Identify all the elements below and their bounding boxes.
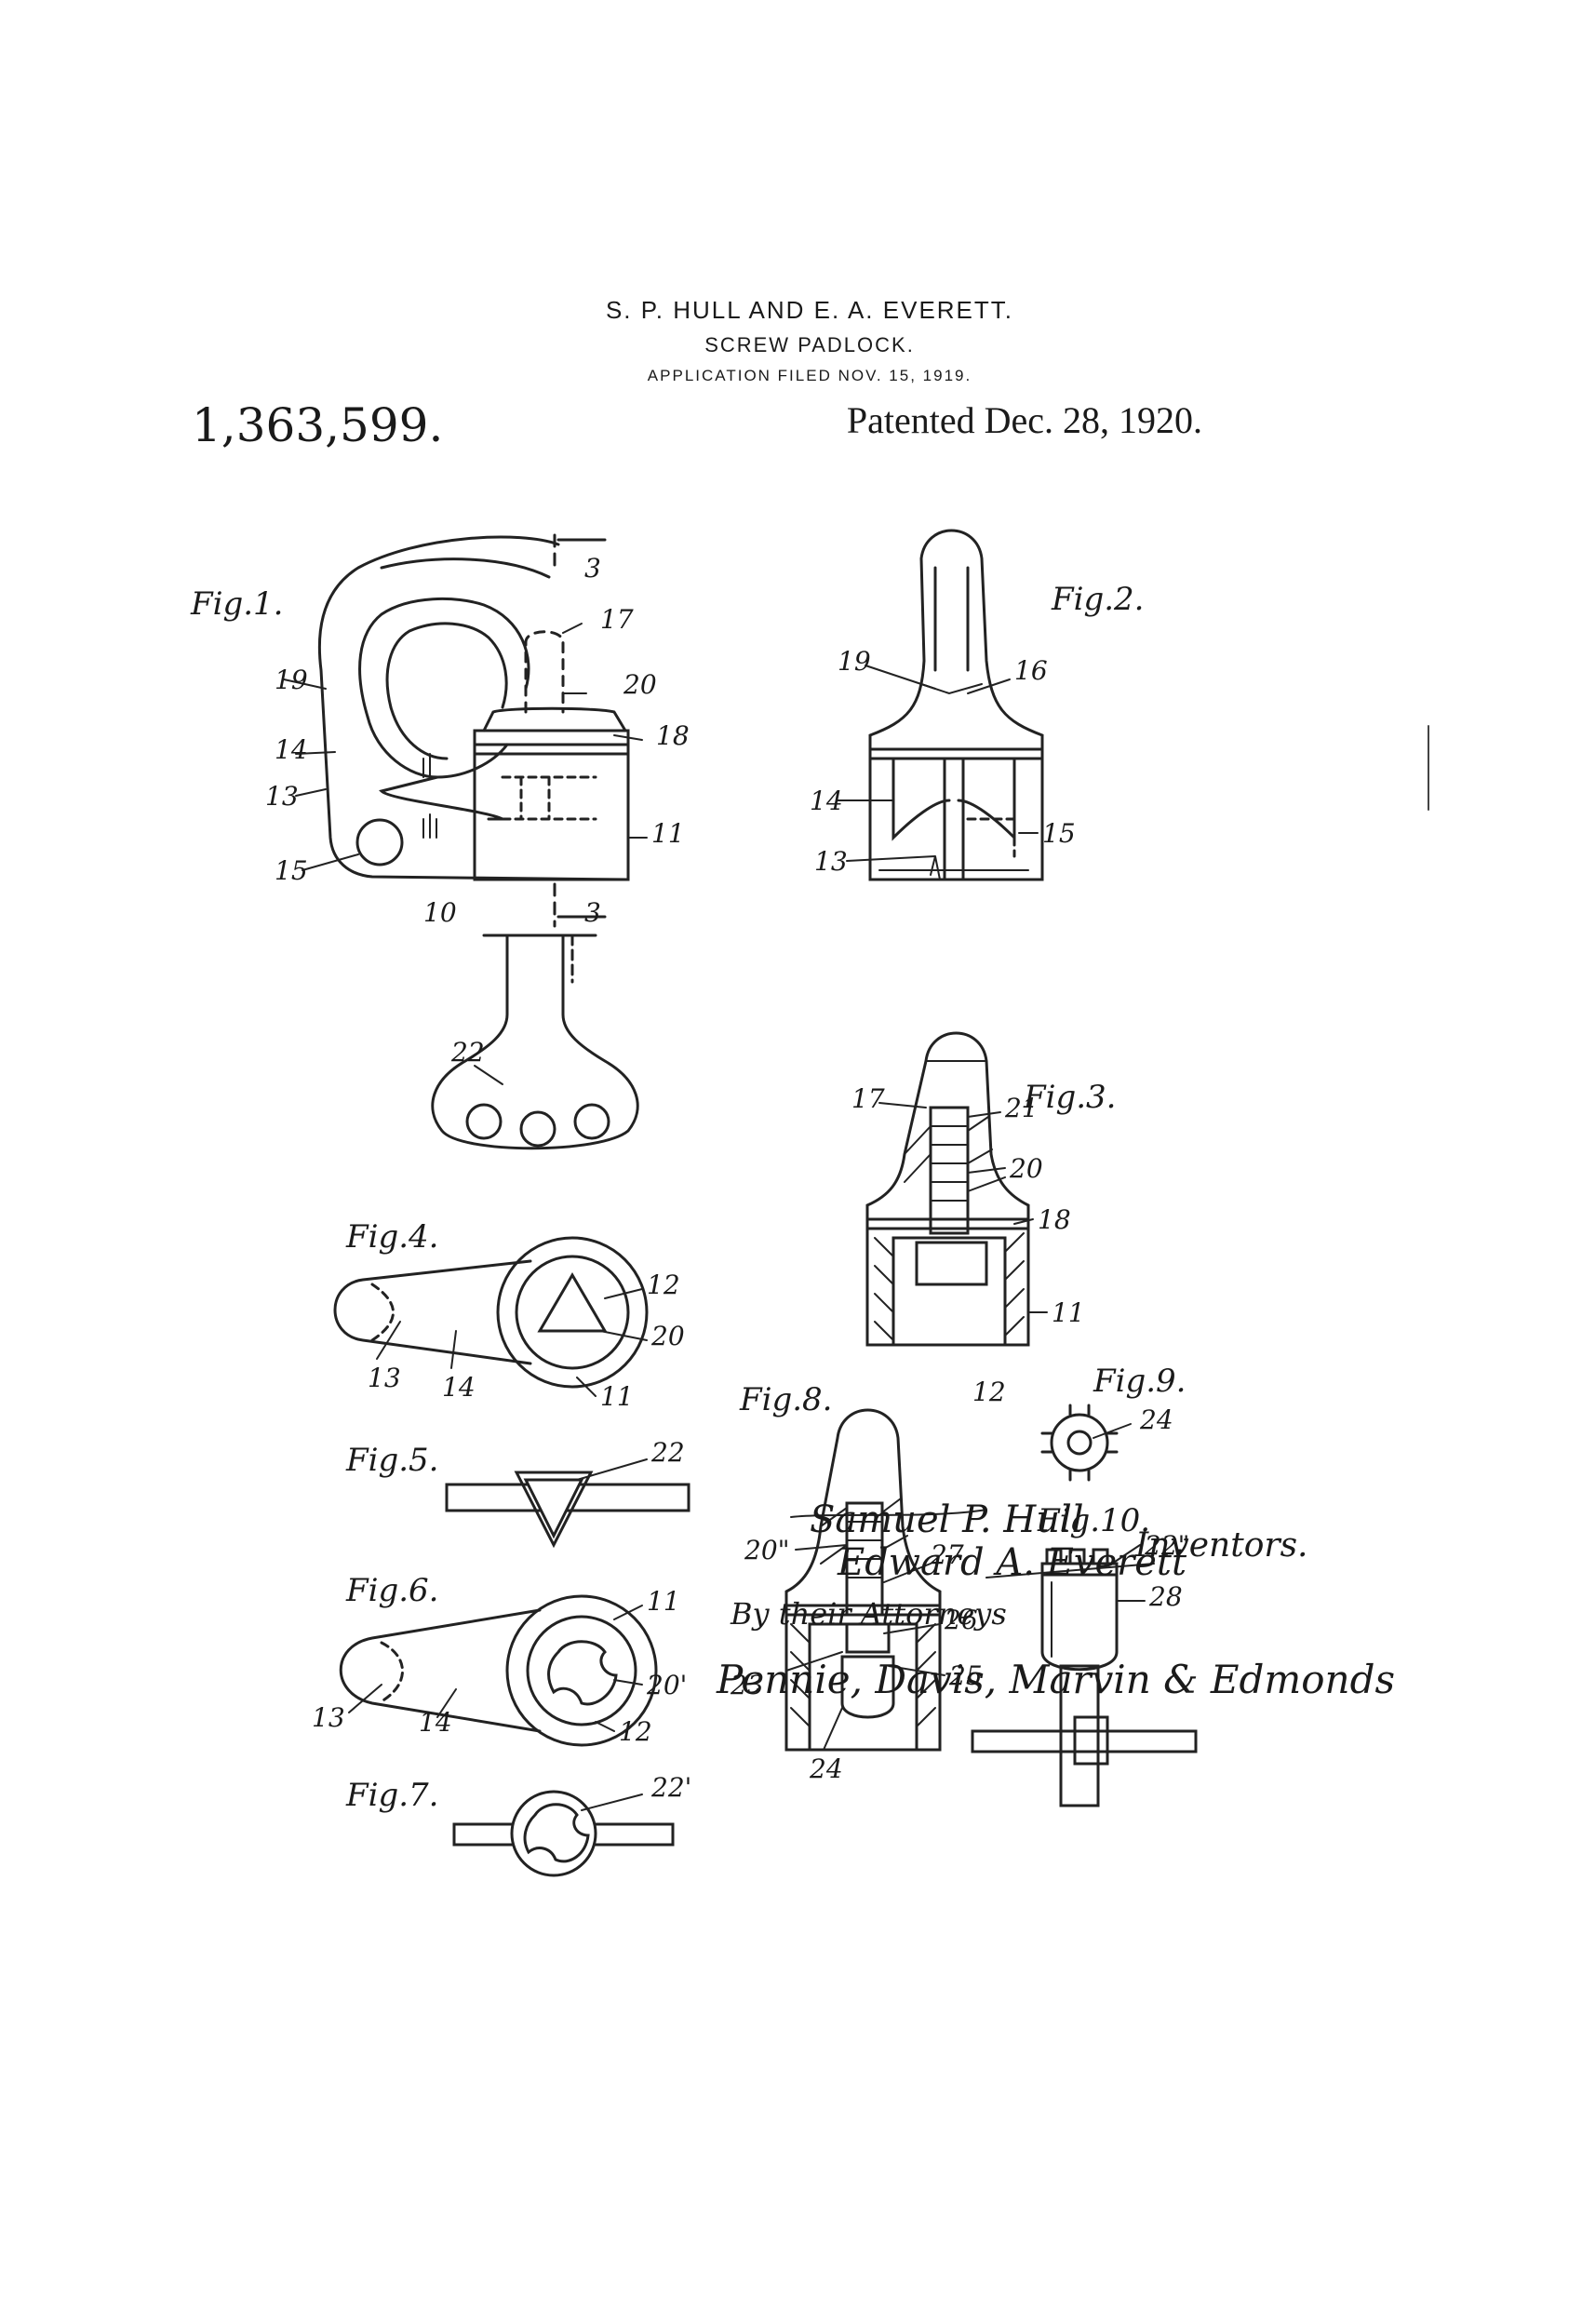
ref-3-top: 3 — [584, 553, 601, 584]
patent-number: 1,363,599. — [192, 398, 444, 452]
ref-24-fig9: 24 — [1139, 1404, 1173, 1435]
application-filed: APPLICATION FILED NOV. 15, 1919. — [647, 367, 972, 384]
ref-15: 15 — [275, 855, 308, 886]
fig7-key-section — [452, 1790, 675, 1877]
ref-13-fig2: 13 — [814, 846, 848, 877]
ref-23: 23 — [730, 1670, 764, 1700]
fig6-end-view — [339, 1594, 658, 1747]
ref-11-fig3: 11 — [1052, 1297, 1085, 1328]
ref-12-fig6: 12 — [619, 1716, 652, 1747]
ref-17-fig3: 17 — [851, 1083, 885, 1114]
inventor-signature-1: Samuel P. Hull — [810, 1498, 1084, 1541]
patent-date: Patented Dec. 28, 1920. — [846, 399, 1202, 441]
ref-22pp: 22" — [1144, 1530, 1190, 1561]
reference-numerals: 3 3 17 20 18 11 19 14 13 15 10 22 19 16 … — [265, 553, 1190, 1803]
patent-title: SCREW PADLOCK. — [704, 333, 915, 356]
ref-22-fig5: 22 — [650, 1437, 685, 1468]
ref-15-fig2: 15 — [1042, 818, 1076, 849]
ref-20-fig3: 20 — [1009, 1153, 1043, 1184]
inventor-names: S. P. HULL AND E. A. EVERETT. — [605, 296, 1014, 324]
ref-13: 13 — [265, 781, 299, 812]
fig6-label: Fig.6. — [345, 1572, 438, 1609]
inventors-label: Inventors. — [1135, 1526, 1308, 1565]
fig9-label: Fig.9. — [1093, 1363, 1186, 1400]
ref-14-fig6: 14 — [419, 1707, 452, 1738]
ref-19-fig2: 19 — [838, 646, 871, 677]
ref-19: 19 — [275, 665, 308, 695]
ref-25: 25 — [948, 1660, 983, 1691]
ref-14-fig2: 14 — [810, 786, 843, 816]
ref-26: 26 — [944, 1605, 978, 1635]
fig1-key-drawing — [431, 934, 639, 1150]
ref-13-fig6: 13 — [312, 1702, 345, 1733]
fig5-label: Fig.5. — [345, 1442, 438, 1479]
fig1-label: Fig.1. — [190, 585, 283, 623]
ref-16: 16 — [1014, 655, 1048, 686]
ref-18-fig3: 18 — [1038, 1204, 1071, 1235]
ref-18: 18 — [656, 720, 690, 751]
fig10-label: Fig.10. — [1037, 1502, 1150, 1539]
ref-24-fig8: 24 — [809, 1753, 843, 1784]
ref-17: 17 — [600, 604, 634, 635]
fig7-label: Fig.7. — [345, 1777, 438, 1814]
ref-22p: 22' — [650, 1772, 691, 1803]
fig2-side-elevation — [837, 529, 1044, 881]
ref-21: 21 — [1004, 1093, 1039, 1123]
ref-22: 22 — [450, 1037, 485, 1068]
fig3-label: Fig.3. — [1023, 1079, 1116, 1116]
figure-captions: Fig.1. Fig.2. Fig.3. Fig.4. Fig.5. Fig.6… — [190, 581, 1186, 1814]
ref-12-fig4: 12 — [647, 1269, 680, 1300]
fig10-key-drawing — [971, 1544, 1198, 1807]
attorneys-signature: Pennie, Davis, Marvin & Edmonds — [717, 1657, 1396, 1702]
ref-20p: 20' — [646, 1670, 687, 1700]
ref-20: 20 — [623, 669, 657, 700]
fig9-end-view — [1040, 1404, 1132, 1482]
ref-11: 11 — [651, 818, 685, 849]
ref-14-fig4: 14 — [442, 1372, 476, 1403]
fig4-end-view — [333, 1236, 649, 1397]
inventor-signature-2: Edward A. Everett — [838, 1541, 1187, 1584]
ref-28: 28 — [1148, 1581, 1183, 1612]
ref-13-fig4: 13 — [368, 1363, 401, 1393]
fig2-label: Fig.2. — [1051, 581, 1144, 618]
ref-3-bottom: 3 — [584, 897, 601, 928]
ref-14: 14 — [275, 734, 308, 765]
fig5-key-section — [445, 1458, 690, 1549]
fig4-label: Fig.4. — [345, 1218, 438, 1256]
fig1-padlock-side-view — [283, 533, 648, 928]
ref-11-fig6: 11 — [647, 1586, 680, 1617]
fig8-label: Fig.8. — [739, 1381, 832, 1418]
fig3-section-view — [865, 1031, 1048, 1347]
by-attorneys-label: By their Attorneys — [731, 1596, 1007, 1632]
fig8-section-view — [784, 1408, 945, 1752]
ref-20pp: 20" — [744, 1535, 790, 1565]
ref-27: 27 — [930, 1539, 964, 1570]
ref-11-fig4: 11 — [600, 1381, 634, 1412]
ref-12-fig3: 12 — [972, 1377, 1006, 1407]
ref-20-fig4: 20 — [650, 1321, 685, 1351]
ref-10: 10 — [423, 897, 457, 928]
